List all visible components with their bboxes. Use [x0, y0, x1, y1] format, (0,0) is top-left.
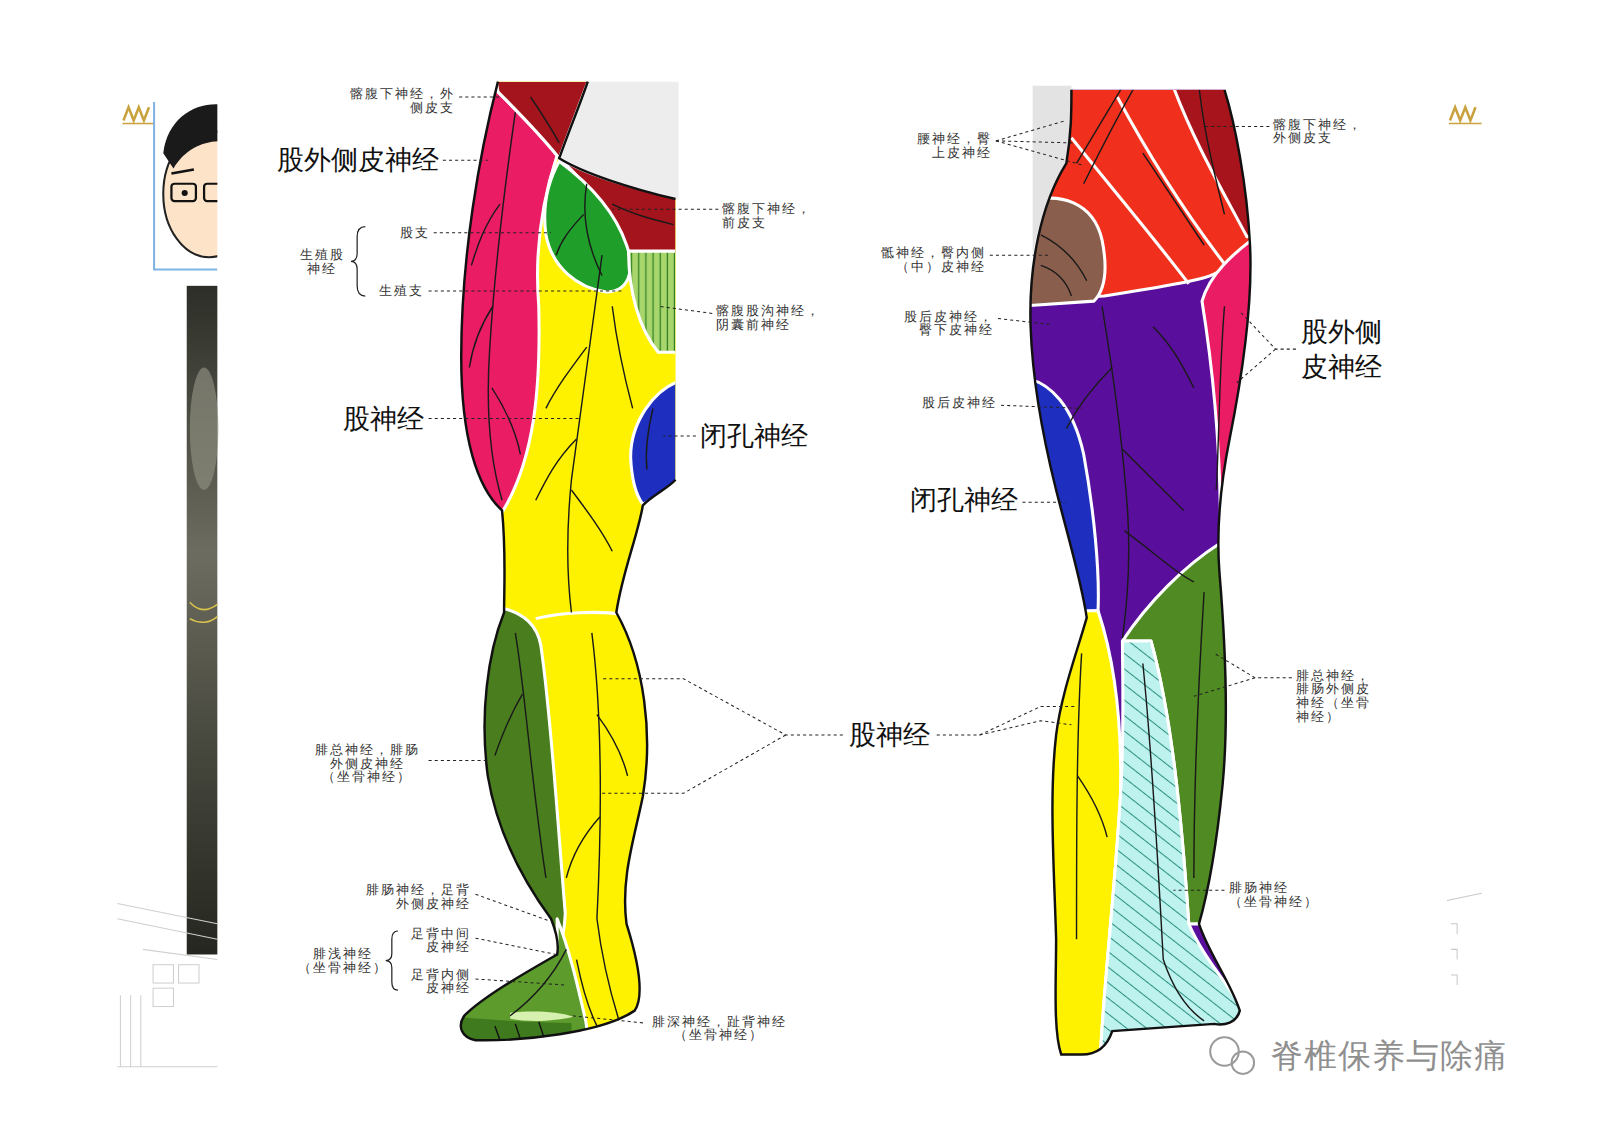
- nerve-label: 股后皮神经: [922, 396, 997, 410]
- deep-peroneal-area: [510, 1011, 573, 1021]
- nerve-label: 生殖支: [379, 284, 424, 298]
- nerve-label: 髂腹下神经，外 侧皮支: [344, 87, 455, 114]
- lateral-femoral-cutaneous-area: [1202, 230, 1265, 546]
- obturator-area: [1020, 378, 1098, 618]
- nerve-label: 足背中间 皮神经: [405, 927, 471, 954]
- leg-outline: [1030, 90, 1250, 1055]
- nerve-name: 股神经: [343, 401, 424, 436]
- nerve-label: 腓浅神经 （坐骨神经）: [295, 947, 391, 974]
- area-boundary: [1117, 97, 1229, 271]
- nerve-name: 股外侧 皮神经: [1301, 314, 1388, 384]
- eye: [182, 190, 188, 196]
- bracket: [351, 227, 398, 991]
- nerve-label: 生殖股 神经: [297, 248, 348, 275]
- nerve-label: 髂腹下神经， 外侧皮支: [1273, 118, 1369, 145]
- slide-remnant: [117, 102, 1481, 1067]
- eyebrow: [171, 169, 193, 173]
- nerve-label: 髂腹股沟神经， 阴囊前神经: [716, 304, 827, 331]
- nerve-label: 骶神经，臀内侧 （中）皮神经: [875, 246, 986, 273]
- nerve-label: 腓总神经， 腓肠外侧皮 神经（坐骨 神经）: [1296, 669, 1377, 724]
- sketch-lines: [1447, 893, 1482, 985]
- nerve-label: 腓深神经，趾背神经 （坐骨神经）: [649, 1015, 790, 1042]
- leg-outline: [461, 82, 676, 1041]
- nerve-name: 闭孔神经: [910, 482, 1018, 517]
- nerve-label: 髂腹下神经， 前皮支: [722, 202, 818, 229]
- logo-mark: [122, 123, 153, 125]
- nerve-name: 股神经: [849, 717, 930, 752]
- nerve-label: 腓肠神经 （坐骨神经）: [1229, 881, 1325, 908]
- nerve-name: 股外侧皮神经: [277, 142, 439, 177]
- glasses: [171, 184, 195, 201]
- nerve-label: 腓总神经，腓肠 外侧皮神经 （坐骨神经）: [312, 743, 423, 784]
- iliohypogastric-lateral-area: [495, 71, 592, 158]
- middle-cluneal-area: [1020, 198, 1105, 306]
- nerve-label: 腓深神经，趾背神经 （坐骨神经）: [649, 1015, 790, 1042]
- nerve-label: 股后皮神经， 臀下皮神经: [898, 310, 994, 337]
- knee-boundary: [536, 612, 625, 618]
- nerve-label: 腰神经，臀 上皮神经: [911, 132, 992, 159]
- nerve-name: 闭孔神经: [910, 482, 1018, 517]
- femoral-branch-area: [545, 161, 631, 292]
- nerve-label: 足背中间 皮神经: [405, 927, 471, 954]
- nerve-label: 腰神经，臀 上皮神经: [911, 132, 992, 159]
- nerve-label: 股后皮神经: [922, 396, 997, 410]
- watermark: 脊椎保养与除痛: [1270, 1036, 1508, 1076]
- obturator-area: [631, 380, 684, 505]
- hair: [163, 104, 217, 168]
- nerve-name: 股神经: [343, 401, 424, 436]
- glasses: [204, 184, 217, 201]
- leader-lines: [429, 97, 1296, 1023]
- logo-mark: [123, 107, 149, 120]
- nerve-label: 股支: [400, 226, 430, 240]
- watermark-icon: [1210, 1037, 1254, 1074]
- photo-detail: [190, 368, 219, 491]
- nerve-name: 股外侧 皮神经: [1301, 314, 1388, 384]
- nerve-branches: [469, 97, 673, 1031]
- nerve-label: 生殖股 神经: [297, 248, 348, 275]
- cartoon-face: [153, 102, 217, 270]
- nerve-name: 闭孔神经: [700, 418, 808, 453]
- nerve-label: 腓肠神经，足背 外侧皮神经: [360, 883, 471, 910]
- nerve-label: 股后皮神经， 臀下皮神经: [898, 310, 994, 337]
- nerve-label: 腓肠神经 （坐骨神经）: [1229, 881, 1325, 908]
- watermark: 脊椎保养与除痛: [1270, 1036, 1508, 1076]
- photo-detail: [190, 602, 218, 622]
- nerve-label: 髂腹下神经，外 侧皮支: [344, 87, 455, 114]
- nerve-label: 髂腹下神经， 外侧皮支: [1273, 118, 1369, 145]
- frame: [153, 102, 217, 270]
- nerve-branches: [1041, 87, 1225, 1021]
- nerve-name: 股神经: [849, 717, 930, 752]
- toe-lines: [495, 1022, 544, 1040]
- logo-mark: [1450, 107, 1476, 120]
- nerve-label: 生殖支: [379, 284, 424, 298]
- iliohypogastric-lateral-area: [1171, 82, 1265, 237]
- nerve-label: 髂腹下神经， 前皮支: [722, 202, 818, 229]
- sural-area: [1100, 641, 1250, 1062]
- nerve-label: 腓浅神经 （坐骨神经）: [295, 947, 391, 974]
- nerve-label: 骶神经，臀内侧 （中）皮神经: [875, 246, 986, 273]
- nerve-name: 闭孔神经: [700, 418, 808, 453]
- logo-mark: [1449, 123, 1482, 125]
- nerve-label: 腓总神经， 腓肠外侧皮 神经（坐骨 神经）: [1296, 669, 1377, 724]
- nerve-label: 股支: [400, 226, 430, 240]
- nerve-label: 髂腹股沟神经， 阴囊前神经: [716, 304, 827, 331]
- nerve-name: 股外侧皮神经: [277, 142, 439, 177]
- nerve-label: 足背内侧 皮神经: [405, 968, 471, 995]
- sketch-lines: [117, 903, 217, 1066]
- lateral-femoral-cutaneous-area: [449, 77, 557, 521]
- ilioinguinal-area: [629, 251, 684, 352]
- nerve-label: 腓总神经，腓肠 外侧皮神经 （坐骨神经）: [312, 743, 423, 784]
- nerve-label: 腓肠神经，足背 外侧皮神经: [360, 883, 471, 910]
- nerve-label: 足背内侧 皮神经: [405, 968, 471, 995]
